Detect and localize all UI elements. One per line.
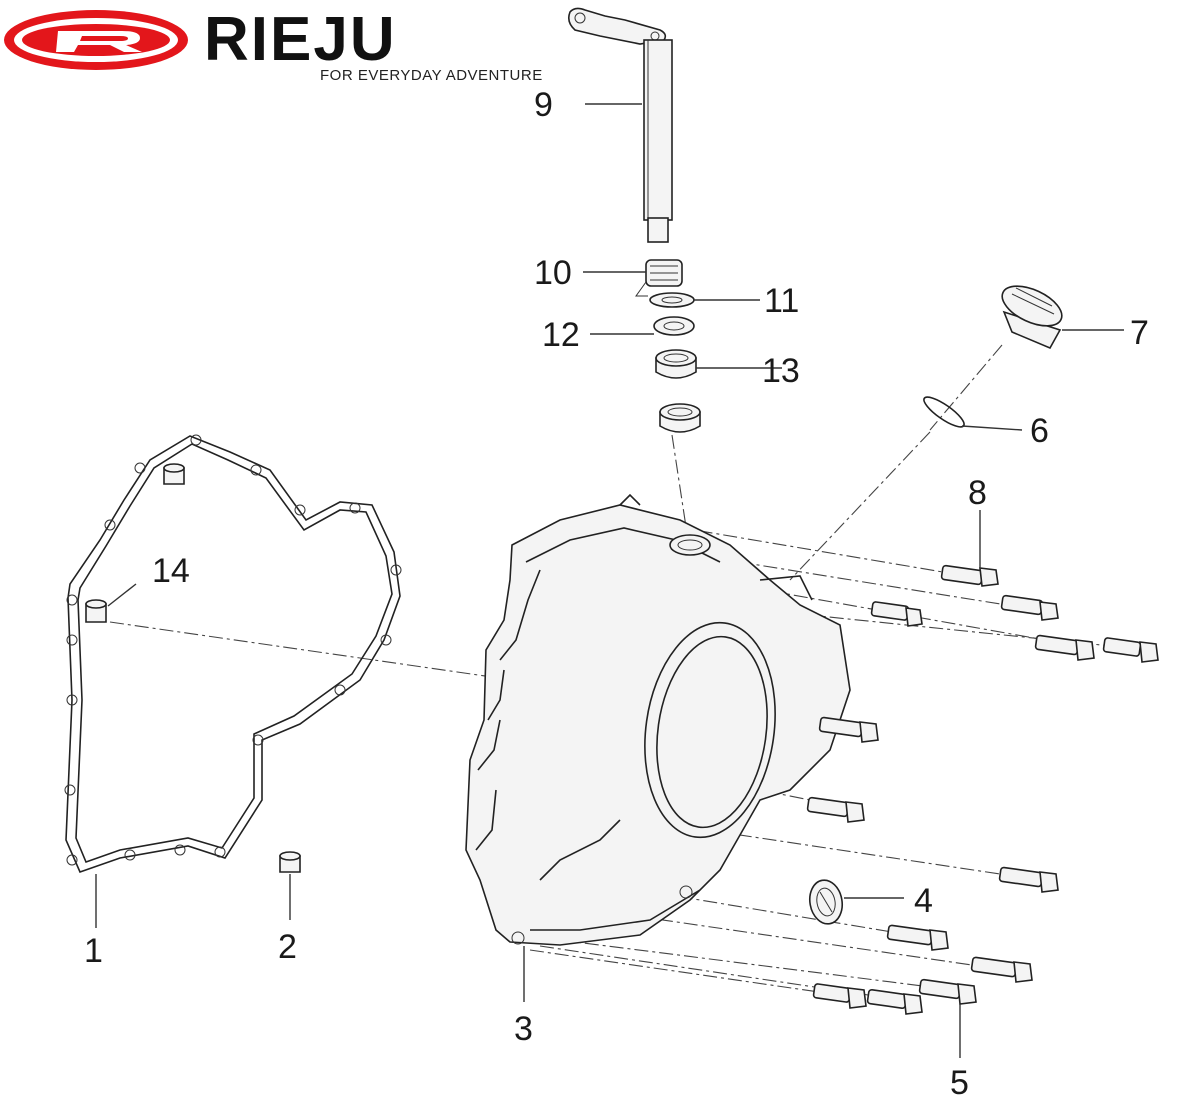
bolt [918, 978, 977, 1005]
callout-9: 9 [534, 86, 553, 124]
callout-6: 6 [1030, 412, 1049, 450]
part-12-seal [653, 316, 695, 336]
part-10-spring [635, 259, 683, 297]
bolt [866, 989, 923, 1015]
callout-13: 13 [762, 352, 800, 390]
bolt [1034, 634, 1095, 661]
callout-14: 14 [152, 552, 190, 590]
bolt [886, 924, 949, 951]
bolts [806, 564, 1159, 1015]
bolt [970, 956, 1033, 983]
dowel-pin-upper [163, 463, 185, 485]
part-4-inspection-plug [808, 879, 844, 925]
part-14-dowel-pin [85, 599, 107, 623]
leader-lines [95, 103, 1124, 1058]
brand-wordmark: RIEJU [204, 5, 397, 74]
callout-1: 1 [84, 932, 103, 970]
callout-7: 7 [1130, 314, 1149, 352]
bolt [812, 983, 867, 1009]
callout-12: 12 [542, 316, 580, 354]
callout-4: 4 [914, 882, 933, 920]
callout-2: 2 [278, 928, 297, 966]
part-2-dowel-pin [279, 851, 301, 873]
brand-emblem-icon [4, 10, 188, 70]
bolt [1102, 637, 1159, 663]
brand-tagline: FOR EVERYDAY ADVENTURE [320, 67, 543, 84]
bolt [806, 796, 865, 823]
callout-11: 11 [764, 282, 799, 320]
part-13-bearing [655, 349, 697, 379]
bolt [818, 716, 879, 743]
bolt [870, 601, 923, 627]
part-13-bearing-lower [659, 403, 701, 433]
part-6-o-ring [923, 396, 965, 428]
bolt [1000, 594, 1059, 621]
bolt [940, 564, 999, 587]
part-9-shaft [568, 7, 673, 243]
part-11-washer [649, 292, 695, 308]
brand-logo: RIEJU FOR EVERYDAY ADVENTURE [4, 5, 543, 84]
callout-8: 8 [968, 474, 987, 512]
callout-10: 10 [534, 254, 572, 292]
bolt [998, 866, 1059, 893]
part-7-oil-cap [1001, 285, 1063, 350]
part-3-crankcase-cover [465, 493, 851, 946]
callout-3: 3 [514, 1010, 533, 1048]
part-1-gasket [64, 434, 402, 874]
callout-5: 5 [950, 1064, 969, 1102]
